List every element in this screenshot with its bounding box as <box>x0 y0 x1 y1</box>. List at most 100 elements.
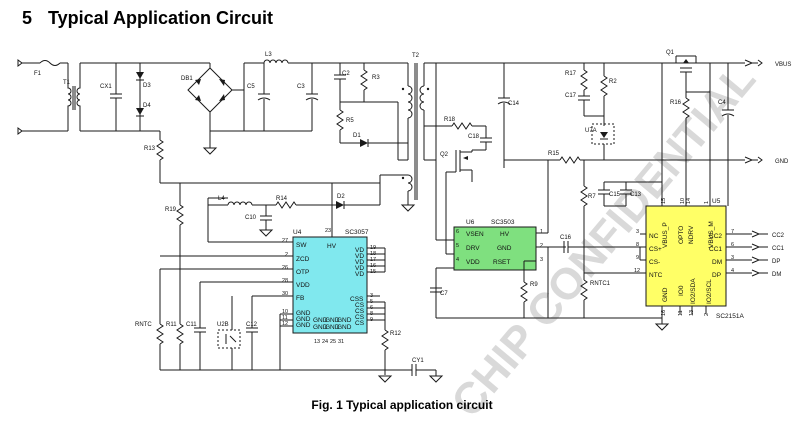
svg-text:CS+: CS+ <box>649 246 662 253</box>
diode-d4 <box>136 108 144 115</box>
ic-u5-ref: U5 <box>712 198 721 205</box>
svg-text:16: 16 <box>661 310 667 316</box>
svg-text:6: 6 <box>731 242 734 248</box>
ic-u5-part: SC2151A <box>716 313 744 320</box>
output-section: R17 C17 R2 U7A R7 C15 <box>565 50 791 331</box>
svg-text:RSET: RSET <box>493 259 510 266</box>
label-q2: Q2 <box>440 152 449 158</box>
label-r12: R12 <box>390 331 402 337</box>
svg-text:CC2: CC2 <box>709 233 722 240</box>
port-vbus: VBUS <box>775 62 791 68</box>
svg-text:GND: GND <box>313 324 328 331</box>
label-c7: C7 <box>440 291 448 297</box>
svg-text:CS: CS <box>355 308 365 315</box>
svg-text:31: 31 <box>338 339 344 345</box>
svg-text:VD: VD <box>355 259 364 266</box>
ic-u6-ref: U6 <box>466 219 475 226</box>
port-dm-arrow <box>751 269 761 277</box>
svg-text:NC: NC <box>649 233 659 240</box>
resistor-r12 <box>381 329 389 351</box>
resistor-r15 <box>559 156 581 164</box>
svg-text:30: 30 <box>282 291 288 297</box>
svg-text:VBUS_M: VBUS_M <box>708 221 715 248</box>
label-r17: R17 <box>565 71 577 77</box>
label-r7: R7 <box>588 194 596 200</box>
svg-text:CS: CS <box>355 302 365 309</box>
svg-text:7: 7 <box>731 229 734 235</box>
svg-text:4: 4 <box>731 268 734 274</box>
svg-text:HV: HV <box>500 231 510 238</box>
svg-text:14: 14 <box>686 198 692 204</box>
ground-symbol-u5 <box>654 323 670 331</box>
optocoupler-u7a <box>591 123 615 145</box>
label-r19: R19 <box>165 207 177 213</box>
label-r15: R15 <box>548 151 560 157</box>
port-dp-arrow <box>751 256 761 264</box>
secondary-section: R18 C18 C14 Q2 <box>423 63 745 319</box>
optocoupler-u2b <box>217 329 241 349</box>
capacitor-c7 <box>430 287 442 293</box>
bridge-rectifier-db1 <box>187 67 233 113</box>
resistor-r7 <box>580 185 588 207</box>
svg-text:VD: VD <box>355 253 364 260</box>
transformer-t2: T2 <box>401 53 430 200</box>
u5-top-pins: VBUS_P OPTO NDRV VBUS_M 15 10 14 1 <box>661 198 715 248</box>
label-d2: D2 <box>337 194 345 200</box>
svg-text:9: 9 <box>636 255 639 261</box>
svg-text:IO2/SDA: IO2/SDA <box>690 278 697 304</box>
label-r3: R3 <box>372 75 380 81</box>
label-rntc1: RNTC1 <box>590 281 611 287</box>
ic-u4-part: SC3057 <box>345 229 369 236</box>
thermistor-rntc1 <box>580 279 588 301</box>
u4-bottom-pins: GND GND GND GND GND GND 13 24 25 31 <box>313 317 352 345</box>
svg-text:4: 4 <box>456 257 459 263</box>
svg-text:25: 25 <box>330 339 336 345</box>
svg-text:11: 11 <box>282 315 288 321</box>
svg-text:VBUS_P: VBUS_P <box>662 222 669 248</box>
svg-text:ZCD: ZCD <box>296 256 310 263</box>
svg-text:IO0: IO0 <box>678 285 685 296</box>
label-db1: DB1 <box>181 76 193 82</box>
port-cc2-arrow <box>751 230 761 238</box>
label-r16: R16 <box>670 100 682 106</box>
svg-text:GND: GND <box>325 324 340 331</box>
capacitor-c12 <box>246 327 258 333</box>
label-u2b: U2B <box>217 322 229 328</box>
ic-u4-ref: U4 <box>293 229 302 236</box>
svg-text:VSEN: VSEN <box>466 231 484 238</box>
u4-hv-name: HV <box>327 243 337 250</box>
svg-text:12: 12 <box>634 268 640 274</box>
diode-d1 <box>360 139 368 147</box>
svg-text:15: 15 <box>661 198 667 204</box>
svg-text:3: 3 <box>731 255 734 261</box>
svg-text:3: 3 <box>636 229 639 235</box>
label-c16: C16 <box>560 235 572 241</box>
svg-text:VD: VD <box>355 271 364 278</box>
svg-text:GND: GND <box>497 245 512 252</box>
svg-text:NDRV: NDRV <box>688 225 695 244</box>
label-r9: R9 <box>530 282 538 288</box>
input-section: F1 T1 CX1 D3 D4 R13 <box>17 52 408 183</box>
fuse-f1 <box>39 60 61 66</box>
svg-text:13: 13 <box>314 339 320 345</box>
svg-text:VDD: VDD <box>296 282 310 289</box>
svg-text:SW: SW <box>296 242 307 249</box>
ground-symbol-primary <box>202 147 218 155</box>
svg-text:GND: GND <box>296 310 311 317</box>
svg-text:CS: CS <box>355 314 365 321</box>
label-r5: R5 <box>346 118 354 124</box>
label-d3: D3 <box>143 83 151 89</box>
port-dp: DP <box>772 259 780 265</box>
svg-text:1: 1 <box>540 229 543 235</box>
ac-input-terminal-top <box>17 59 23 67</box>
mosfet-q2 <box>455 150 473 172</box>
u5-right-pins: CC2 CC1 DM DP 7 6 3 4 <box>709 229 734 279</box>
svg-text:27: 27 <box>282 238 288 244</box>
u5-left-pins: NC CS+ CS- NTC 3 8 9 12 <box>634 229 663 279</box>
label-d1: D1 <box>353 133 361 139</box>
label-q1: Q1 <box>666 50 675 56</box>
resistor-r17 <box>580 69 588 91</box>
resistor-r13 <box>156 139 164 161</box>
